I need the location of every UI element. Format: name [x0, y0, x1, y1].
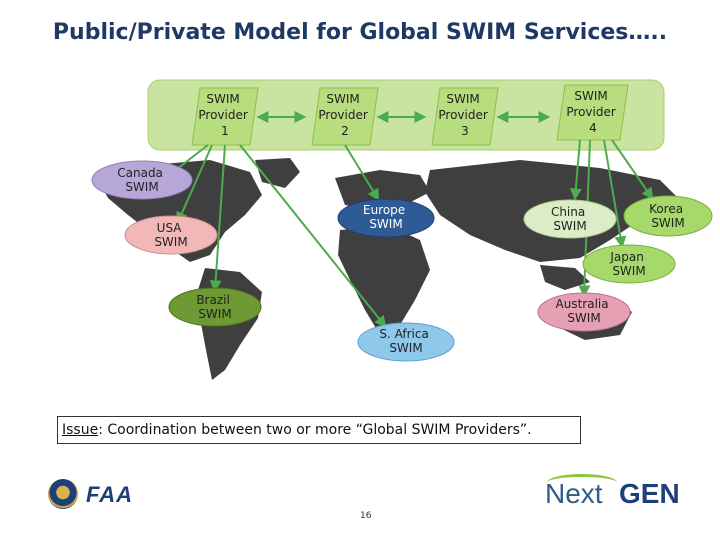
connector-p4-korea [611, 139, 654, 200]
europe-line-2: SWIM [369, 217, 402, 231]
region-brazil-shape [168, 287, 262, 327]
region-europe-shape [337, 198, 435, 238]
region-korea-shape [623, 195, 713, 237]
provider-box-4-shape [556, 84, 629, 141]
slide-title: Public/Private Model for Global SWIM Ser… [52, 20, 668, 45]
region-canada-label: Canada SWIM [117, 166, 167, 194]
region-usa-label: USA SWIM [154, 221, 187, 249]
connector-p1-safrica [239, 144, 387, 328]
region-australia-shape [537, 292, 631, 332]
faa-seal-icon [48, 479, 78, 509]
region-europe-label: Europe SWIM [363, 203, 409, 231]
provider-3-line-2: Provider [438, 108, 487, 122]
provider-box-2-shape [311, 87, 379, 146]
brazil-line-1: Brazil [196, 293, 230, 307]
region-australia: Australia SWIM [537, 292, 631, 332]
nextgen-logo: Next GEN [545, 472, 680, 514]
region-usa-shape [124, 215, 218, 255]
connector-p4-japan [603, 139, 627, 249]
nextgen-logo-next: Next [545, 478, 603, 509]
region-japan-label: Japan SWIM [609, 250, 647, 278]
provider-box-4: SWIM Provider 4 [556, 84, 629, 141]
connector-p1-brazil [209, 144, 226, 293]
faa-logo: FAA [48, 479, 148, 513]
south-africa-line-1: S. Africa [379, 327, 428, 341]
provider-3-line-1: SWIM [446, 92, 479, 106]
region-south-africa-shape [357, 322, 455, 362]
connector-p2-europe [344, 144, 380, 202]
provider-1-line-3: 1 [221, 124, 229, 138]
region-brazil-label: Brazil SWIM [196, 293, 233, 321]
china-line-1: China [551, 205, 585, 219]
nextgen-logo-gen: GEN [619, 478, 680, 509]
page-number: 16 [360, 511, 372, 521]
australia-line-2: SWIM [567, 311, 600, 325]
region-china-label: China SWIM [551, 205, 589, 233]
provider-box-1: SWIM Provider 1 [191, 87, 259, 146]
issue-label: Issue [62, 422, 99, 438]
provider-4-line-1: SWIM [574, 89, 607, 103]
region-canada: Canada SWIM [91, 160, 193, 200]
region-korea: Korea SWIM [623, 195, 713, 237]
region-canada-shape [91, 160, 193, 200]
provider-box-2: SWIM Provider 2 [311, 87, 379, 146]
nextgen-swoosh-icon [547, 474, 617, 491]
korea-line-2: SWIM [651, 216, 684, 230]
issue-text: : Coordination between two or more “Glob… [98, 422, 532, 438]
korea-line-1: Korea [649, 202, 683, 216]
provider-4-line-2: Provider [566, 105, 615, 119]
japan-line-2: SWIM [612, 264, 645, 278]
provider-box-3: SWIM Provider 3 [431, 87, 499, 146]
provider-4-line-3: 4 [589, 121, 597, 135]
australia-line-1: Australia [556, 297, 609, 311]
greenland-shape [255, 158, 300, 188]
provider-box-2-label: SWIM Provider 2 [318, 92, 371, 138]
provider-box-3-label: SWIM Provider 3 [438, 92, 491, 138]
europe-shape [335, 170, 430, 210]
canada-line-2: SWIM [125, 180, 158, 194]
region-south-africa: S. Africa SWIM [357, 322, 455, 362]
southeast-asia-shape [540, 265, 590, 290]
japan-line-1: Japan [609, 250, 643, 264]
region-brazil: Brazil SWIM [168, 287, 262, 327]
provider-box-4-label: SWIM Provider 4 [566, 89, 619, 135]
region-europe: Europe SWIM [337, 198, 435, 238]
region-korea-label: Korea SWIM [649, 202, 687, 230]
provider-1-line-1: SWIM [206, 92, 239, 106]
region-china: China SWIM [523, 199, 617, 239]
usa-line-2: SWIM [154, 235, 187, 249]
region-japan: Japan SWIM [582, 244, 676, 284]
usa-line-1: USA [157, 221, 183, 235]
provider-box-3-shape [431, 87, 499, 146]
canada-line-1: Canada [117, 166, 163, 180]
region-usa: USA SWIM [124, 215, 218, 255]
europe-line-1: Europe [363, 203, 405, 217]
region-south-africa-label: S. Africa SWIM [379, 327, 432, 355]
south-africa-line-2: SWIM [389, 341, 422, 355]
china-line-2: SWIM [553, 219, 586, 233]
issue-box: Issue: Coordination between two or more … [57, 416, 581, 444]
provider-2-line-2: Provider [318, 108, 367, 122]
connector-p1-usa [176, 144, 213, 225]
connector-p4-china [569, 139, 582, 201]
brazil-line-2: SWIM [198, 307, 231, 321]
provider-1-line-2: Provider [198, 108, 247, 122]
region-china-shape [523, 199, 617, 239]
faa-logo-text: FAA [86, 482, 133, 507]
provider-box-1-label: SWIM Provider 1 [198, 92, 251, 138]
provider-3-line-3: 3 [461, 124, 469, 138]
region-australia-label: Australia SWIM [556, 297, 613, 325]
africa-shape [338, 226, 430, 335]
provider-box-1-shape [191, 87, 259, 146]
provider-2-line-3: 2 [341, 124, 349, 138]
region-japan-shape [582, 244, 676, 284]
provider-2-line-1: SWIM [326, 92, 359, 106]
